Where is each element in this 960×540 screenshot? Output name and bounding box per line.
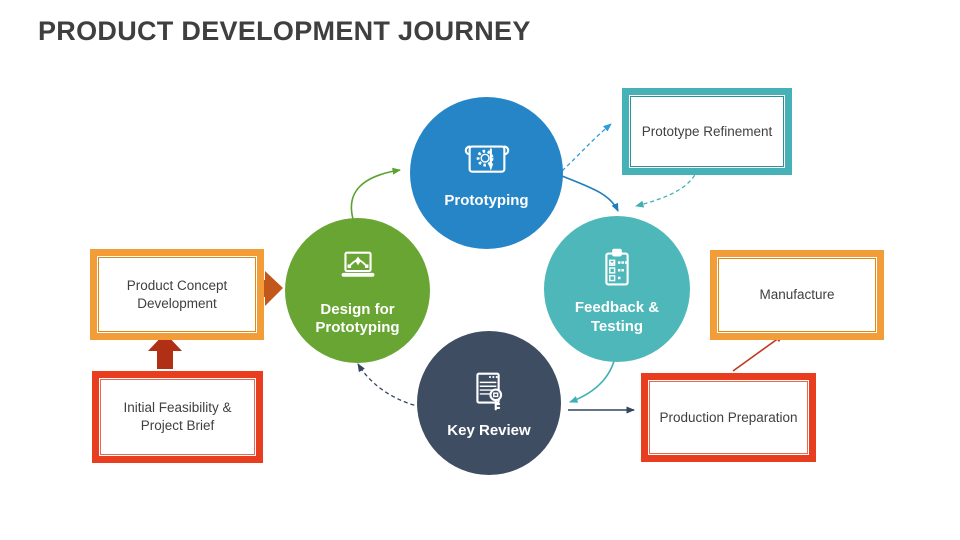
- arrow-design-to-prototyping: [350, 167, 401, 220]
- blueprint-gear-pencil-icon: [460, 135, 514, 189]
- arrow-key-review-to-design: [357, 363, 422, 408]
- clipboard-checklist-icon: [590, 242, 644, 296]
- box-label: Prototype Refinement: [630, 96, 784, 167]
- arrow-production-preparation-to-manufacture: [732, 334, 784, 372]
- arrow-prototyping-to-refinement: [561, 123, 612, 172]
- box-label: Product Concept Development: [98, 257, 256, 332]
- box-label: Manufacture: [718, 258, 876, 332]
- box-product-concept-development: Product Concept Development: [90, 249, 264, 340]
- stage-label: Prototyping: [444, 192, 529, 210]
- stage-circle-prototyping: Prototyping: [410, 97, 563, 249]
- box-initial-feasibility-project-brief: Initial Feasibility & Project Brief: [92, 371, 263, 463]
- box-production-preparation: Production Preparation: [641, 373, 816, 462]
- stage-circle-feedback-testing: Feedback & Testing: [544, 216, 690, 362]
- box-prototype-refinement: Prototype Refinement: [622, 88, 792, 175]
- box-manufacture: Manufacture: [710, 250, 884, 340]
- arrow-prototyping-to-feedback: [561, 175, 619, 212]
- stage-label: Feedback & Testing: [574, 299, 660, 335]
- page-title: PRODUCT DEVELOPMENT JOURNEY: [38, 16, 531, 46]
- box-label: Production Preparation: [649, 381, 808, 454]
- stage-circle-design-for-prototyping: Design for Prototyping: [285, 218, 430, 363]
- box-label: Initial Feasibility & Project Brief: [100, 379, 255, 455]
- stage-label: Design for Prototyping: [315, 300, 400, 336]
- stage-label: Key Review: [447, 422, 531, 440]
- document-key-icon: [462, 365, 516, 419]
- stage-circle-key-review: Key Review: [417, 331, 561, 475]
- laptop-bezier-pen-icon: [331, 244, 385, 298]
